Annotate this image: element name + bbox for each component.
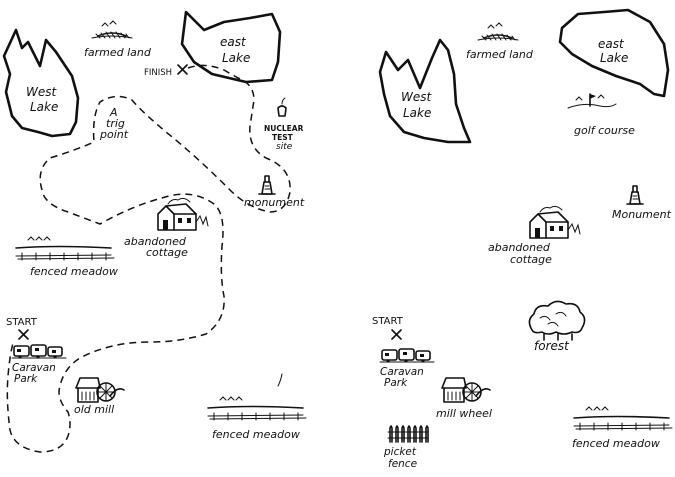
left-monument-label: monument	[244, 196, 305, 209]
monument-icon	[258, 175, 276, 195]
right-map: West Lake east Lake farmed land golf cou…	[372, 8, 673, 470]
right-golf-course: golf course	[567, 93, 635, 137]
left-finish: FINISH	[144, 64, 188, 78]
left-abandoned-cottage: abandoned cottage	[124, 197, 209, 259]
forest-icon	[528, 300, 586, 341]
right-caravan-label-2: Park	[384, 377, 408, 389]
left-nuclear-label-2: TEST	[272, 133, 294, 142]
right-forest-label: forest	[534, 339, 570, 353]
right-monument: Monument	[612, 185, 672, 221]
right-cottage-label-2: cottage	[510, 253, 552, 266]
right-forest: forest	[528, 300, 586, 353]
left-farmed-land-label: farmed land	[84, 46, 152, 59]
left-nuclear-label-3: site	[276, 142, 293, 152]
left-west-lake: West Lake	[2, 28, 80, 138]
start-cross-icon	[391, 329, 402, 340]
left-fenced-meadow-upper-label: fenced meadow	[30, 265, 118, 278]
left-west-lake-label-2: Lake	[30, 100, 58, 114]
left-finish-label: FINISH	[144, 68, 172, 78]
left-fenced-meadow-lower: fenced meadow	[207, 373, 307, 441]
right-east-lake-label-1: east	[598, 37, 625, 51]
left-start-label: START	[6, 317, 38, 328]
right-caravan-label-1: Caravan	[380, 366, 424, 378]
right-cottage-label-1: abandoned	[488, 241, 551, 254]
right-caravan-park: Caravan Park	[379, 348, 435, 389]
lake-shape	[558, 8, 670, 98]
left-map: West Lake east Lake farmed land FINISH A…	[2, 10, 307, 453]
right-picket-fence: picket fence	[383, 425, 429, 470]
right-farmed-land: farmed land	[466, 22, 534, 61]
left-east-lake-label-1: east	[220, 35, 247, 49]
left-cottage-label-2: cottage	[146, 246, 188, 259]
right-picket-fence-label-2: fence	[388, 458, 417, 470]
golf-course-icon	[567, 93, 617, 109]
left-caravan-label-1: Caravan	[12, 362, 56, 374]
left-old-mill: old mill	[74, 377, 125, 416]
fenced-meadow-icon	[573, 406, 673, 431]
left-caravan-park: Caravan Park	[11, 344, 67, 385]
farmed-land-icon	[477, 22, 519, 41]
left-east-lake: east Lake	[180, 10, 282, 84]
left-trig-label-1: A	[109, 106, 118, 119]
right-abandoned-cottage: abandoned cottage	[488, 205, 581, 266]
left-monument: monument	[244, 175, 305, 209]
left-start: START	[6, 317, 38, 340]
left-cottage-label-1: abandoned	[124, 235, 187, 248]
nuclear-site-icon	[277, 97, 287, 117]
finish-cross-icon	[177, 64, 188, 75]
caravan-icon	[11, 344, 67, 360]
lake-shape	[378, 38, 472, 144]
right-picket-fence-label-1: picket	[383, 446, 417, 458]
right-mill-wheel: mill wheel	[436, 377, 492, 420]
left-east-lake-label-2: Lake	[222, 51, 250, 65]
mill-icon	[75, 377, 125, 403]
farmed-land-icon	[91, 20, 133, 39]
right-west-lake: West Lake	[378, 38, 472, 144]
fenced-meadow-icon	[15, 236, 115, 261]
caravan-icon	[379, 348, 435, 364]
left-trig-point: A trig point	[99, 106, 129, 141]
right-east-lake: east Lake	[558, 8, 670, 98]
right-golf-course-label: golf course	[574, 124, 635, 137]
right-start: START	[372, 316, 404, 340]
left-nuclear-site: NUCLEAR TEST site	[264, 97, 304, 152]
right-west-lake-label-1: West	[401, 90, 433, 104]
right-west-lake-label-2: Lake	[403, 106, 431, 120]
right-east-lake-label-2: Lake	[600, 51, 628, 65]
right-fenced-meadow: fenced meadow	[572, 406, 673, 450]
right-farmed-land-label: farmed land	[466, 48, 534, 61]
right-mill-wheel-label: mill wheel	[436, 407, 492, 420]
left-trig-label-3: point	[99, 128, 129, 141]
start-cross-icon	[18, 329, 29, 340]
cottage-icon	[157, 197, 209, 231]
lake-shape	[180, 10, 282, 84]
left-caravan-label-2: Park	[14, 373, 38, 385]
left-fenced-meadow-lower-label: fenced meadow	[212, 428, 300, 441]
fenced-meadow-icon	[207, 396, 307, 421]
left-nuclear-label-1: NUCLEAR	[264, 124, 304, 133]
right-monument-label: Monument	[612, 208, 672, 221]
left-west-lake-label-1: West	[26, 85, 58, 99]
left-old-mill-label: old mill	[74, 403, 114, 416]
right-start-label: START	[372, 316, 404, 327]
route-path	[6, 64, 291, 453]
mill-icon	[441, 377, 491, 403]
lake-shape	[2, 28, 80, 138]
right-fenced-meadow-label: fenced meadow	[572, 437, 660, 450]
left-farmed-land: farmed land	[84, 20, 152, 59]
left-fenced-meadow-upper: fenced meadow	[15, 236, 118, 278]
cottage-icon	[529, 205, 581, 239]
monument-icon	[626, 185, 644, 205]
picket-fence-icon	[387, 425, 429, 443]
left-trig-label-2: trig	[106, 117, 125, 130]
